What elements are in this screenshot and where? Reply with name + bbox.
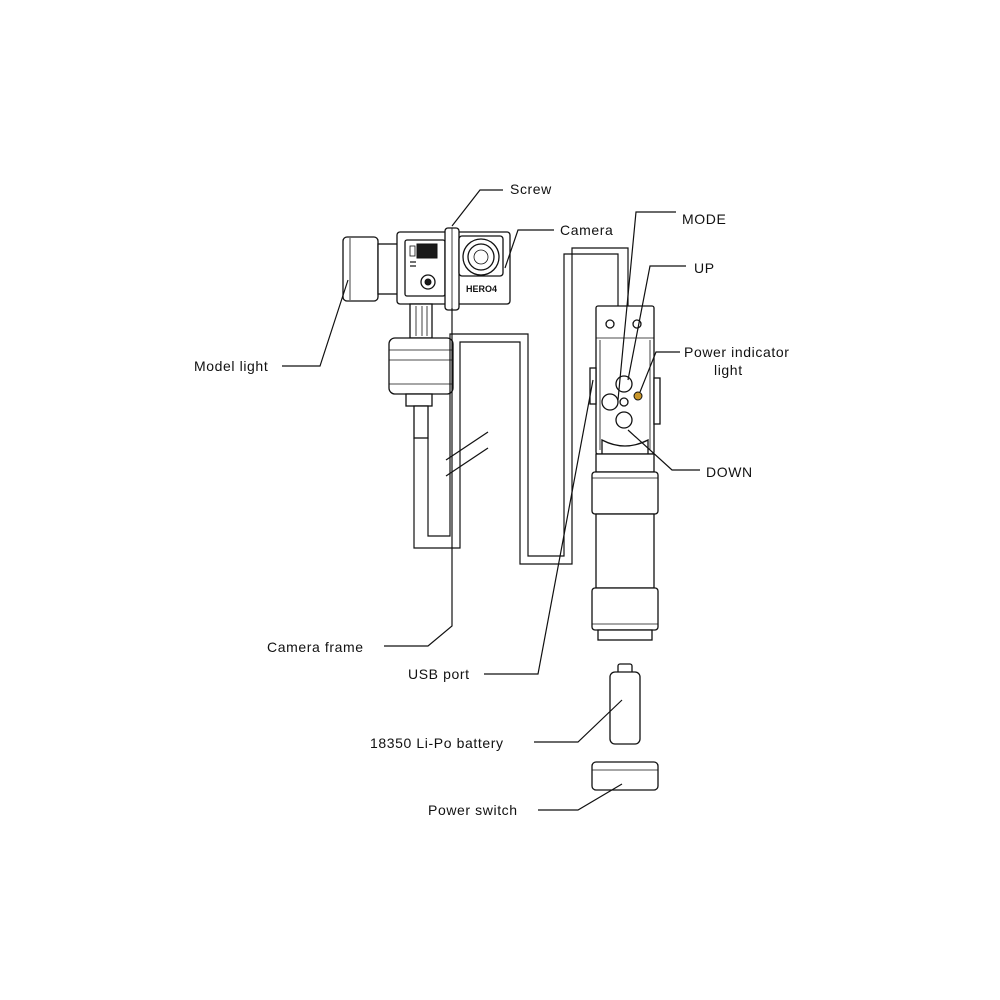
mode-button-part xyxy=(601,393,619,411)
camera-frame-rod xyxy=(413,405,429,439)
battery-part xyxy=(609,663,641,745)
label-power-switch: Power switch xyxy=(428,802,518,818)
handle xyxy=(589,305,661,641)
center-button-part xyxy=(619,397,629,407)
leader-power-switch xyxy=(538,783,623,811)
gimbal-motor xyxy=(388,337,454,407)
label-battery: 18350 Li-Po battery xyxy=(370,735,504,751)
leader-usb-port xyxy=(484,379,594,675)
leader-model-light xyxy=(282,279,349,367)
leader-screw xyxy=(451,189,503,227)
label-down: DOWN xyxy=(706,464,753,480)
leader-camera xyxy=(504,229,554,269)
leader-lines xyxy=(282,189,700,811)
gimbal-head: HERO4 xyxy=(342,227,511,439)
label-camera: Camera xyxy=(560,222,613,238)
leader-power-indicator xyxy=(639,351,680,393)
label-power-indicator-line2: light xyxy=(714,362,743,378)
camera-model-text: HERO4 xyxy=(466,284,497,294)
leader-battery xyxy=(534,699,623,743)
gimbal-arm xyxy=(409,303,433,339)
power-switch-part xyxy=(591,761,659,791)
leader-mode xyxy=(617,211,676,401)
camera-part: HERO4 xyxy=(396,227,511,311)
down-button-part xyxy=(615,411,633,429)
model-light-part xyxy=(342,236,399,302)
label-camera-frame: Camera frame xyxy=(267,639,364,655)
label-power-indicator-line1: Power indicator xyxy=(684,344,790,360)
power-indicator-light-part xyxy=(633,391,643,401)
cable xyxy=(413,247,629,565)
label-model-light: Model light xyxy=(194,358,268,374)
leader-down xyxy=(627,429,700,471)
label-up: UP xyxy=(694,260,715,276)
label-screw: Screw xyxy=(510,181,552,197)
label-usb-port: USB port xyxy=(408,666,470,682)
leader-camera-frame xyxy=(384,308,453,647)
leader-up xyxy=(627,265,686,381)
label-mode: MODE xyxy=(682,211,726,227)
labels: Screw Camera MODE UP Power indicator lig… xyxy=(194,181,790,818)
